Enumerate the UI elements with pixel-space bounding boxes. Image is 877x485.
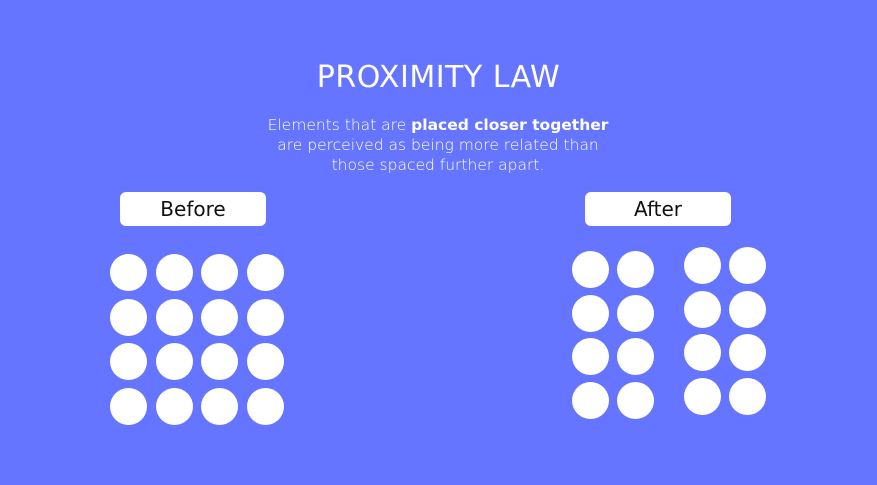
description-line-2: are perceived as being more related than — [277, 136, 599, 154]
before-dot — [201, 298, 238, 336]
after-dot-group-1 — [617, 294, 654, 332]
before-dot — [110, 254, 147, 291]
after-dot-group-2 — [684, 377, 721, 415]
description: Elements that are placed closer together… — [238, 115, 638, 175]
before-dot — [246, 298, 284, 336]
after-dot-group-2 — [684, 334, 721, 371]
after-dot-group-2 — [729, 377, 766, 415]
before-dot — [246, 387, 284, 425]
after-dot-group-1 — [617, 338, 654, 375]
after-dot-group-1 — [572, 381, 609, 419]
description-line-3: those spaced further apart. — [331, 156, 545, 174]
before-dot — [155, 343, 193, 380]
before-dot — [201, 343, 238, 380]
before-dot — [155, 387, 193, 425]
before-dot — [155, 254, 193, 291]
after-dot-group-2 — [684, 290, 721, 328]
description-emphasis: placed closer together — [411, 116, 609, 134]
before-dot — [246, 343, 284, 380]
before-dot — [110, 343, 147, 380]
before-dot — [155, 298, 193, 336]
after-dot-group-2 — [729, 334, 766, 371]
after-dot-group-1 — [572, 294, 609, 332]
before-label: Before — [120, 192, 266, 226]
after-dot-group-1 — [572, 338, 609, 375]
after-dot-group-1 — [572, 251, 609, 288]
after-dot-group-2 — [684, 247, 721, 284]
before-dot — [110, 298, 147, 336]
before-dot — [201, 387, 238, 425]
before-dot — [110, 387, 147, 425]
page-title: PROXIMITY LAW — [316, 60, 561, 95]
after-dot-group-2 — [729, 290, 766, 328]
after-dot-group-1 — [617, 381, 654, 419]
after-label: After — [585, 192, 731, 226]
description-text: Elements that are — [267, 116, 412, 134]
before-dot — [201, 254, 238, 291]
before-dot — [246, 254, 284, 291]
after-dot-group-1 — [617, 251, 654, 288]
after-dot-group-2 — [729, 247, 766, 284]
